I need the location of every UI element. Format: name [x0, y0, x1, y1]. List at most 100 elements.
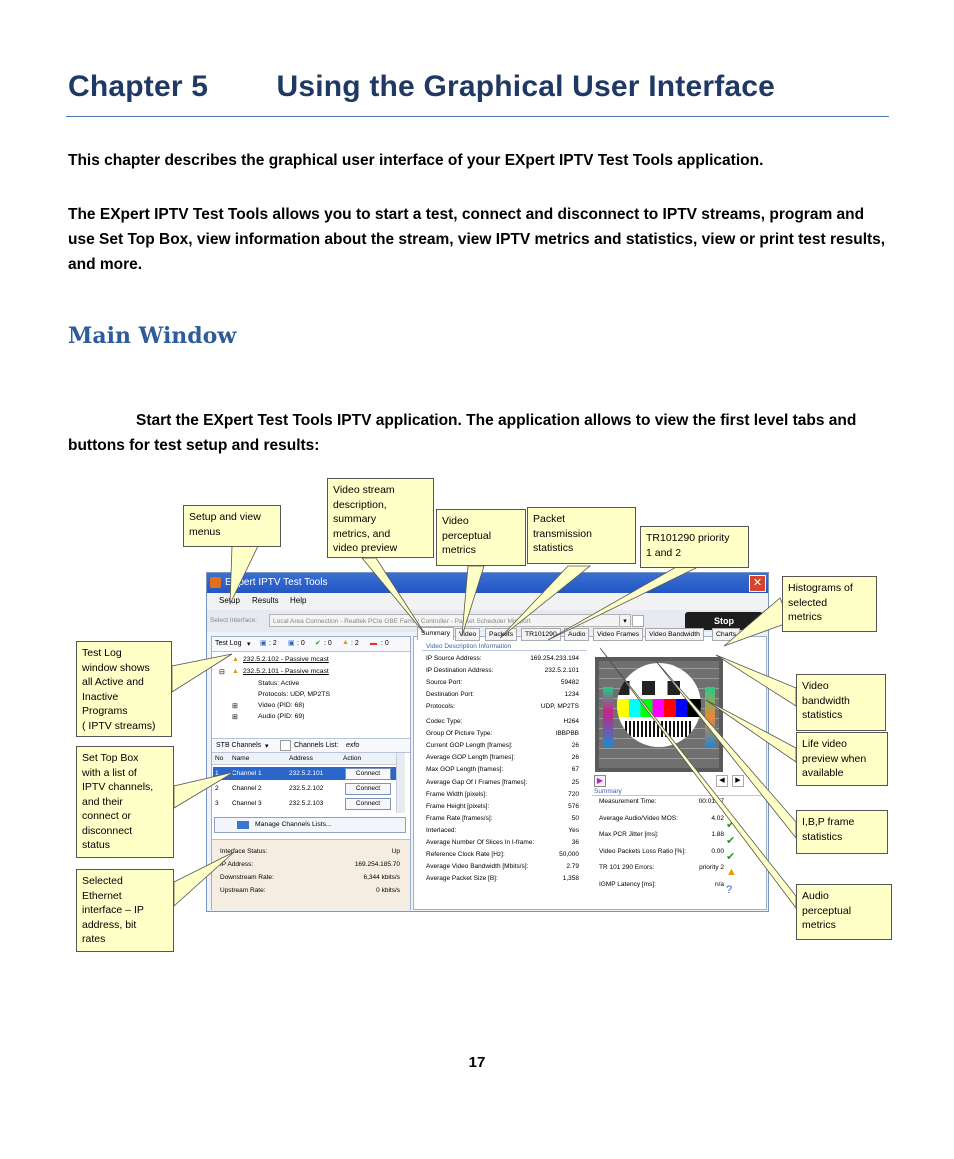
- tab-audio[interactable]: Audio: [564, 628, 590, 641]
- channel-1-name[interactable]: Channel 1: [232, 770, 262, 777]
- metric-value: 50,000: [559, 851, 579, 859]
- play-icon[interactable]: ▶: [594, 775, 606, 787]
- divider: [422, 650, 587, 651]
- warning-icon: ▲: [232, 668, 239, 675]
- metric-label: Source Port:: [426, 679, 463, 686]
- chevron-left-icon[interactable]: ◀: [716, 775, 728, 787]
- callout-video-perceptual: Video perceptual metrics: [436, 509, 526, 566]
- col-action: Action: [343, 755, 362, 762]
- callout-setup: Setup and view menus: [183, 505, 281, 547]
- color-bar-left: [603, 687, 613, 747]
- calendar-icon[interactable]: [632, 615, 644, 627]
- test-card-circle: [617, 663, 701, 747]
- metric-label: TR 101 290 Errors:: [599, 864, 655, 871]
- channel-1-address: 232.5.2.101: [289, 770, 324, 777]
- connect-button[interactable]: Connect: [345, 798, 391, 810]
- menu-help[interactable]: Help: [290, 596, 307, 605]
- metric-value: 26: [571, 742, 579, 750]
- tab-video[interactable]: Video: [455, 628, 481, 641]
- callout-audio: Audio perceptual metrics: [796, 884, 892, 940]
- help-icon: ?: [726, 884, 733, 896]
- tab-packets[interactable]: Packets: [485, 628, 518, 641]
- collapse-icon[interactable]: ⊟: [219, 669, 225, 676]
- chevron-right-icon[interactable]: ▶: [732, 775, 744, 787]
- stop-button[interactable]: Stop: [685, 612, 763, 630]
- metric-value: 2.79: [566, 863, 579, 871]
- metric-value: 169.254.233.194: [530, 655, 579, 662]
- connect-button[interactable]: Connect: [345, 783, 391, 795]
- metric-label: Measurement Time:: [599, 798, 657, 805]
- check-icon: ✔: [315, 640, 321, 647]
- channel-2-name[interactable]: Channel 2: [232, 785, 262, 792]
- metric-value: 1234: [564, 691, 579, 698]
- expand-icon[interactable]: ⊞: [232, 703, 238, 710]
- metric-label: Group Of Picture Type:: [426, 730, 493, 738]
- stb-checkbox[interactable]: [280, 740, 291, 751]
- metric-label: Average Audio/Video MOS:: [599, 814, 678, 822]
- close-icon[interactable]: ✕: [749, 575, 766, 592]
- tree-status: Status: Active: [258, 680, 300, 687]
- warning-icon: ▲: [232, 656, 239, 663]
- section-title: Main Window: [68, 323, 237, 349]
- metric-label: Frame Height [pixels]:: [426, 802, 490, 810]
- metric-value: 00:01:37: [698, 798, 724, 805]
- connect-button[interactable]: Connect: [345, 768, 391, 780]
- metric-value: 4.02: [711, 814, 724, 822]
- metric-label: Interlaced:: [426, 826, 457, 834]
- counter-error: : 0: [381, 640, 389, 647]
- callout-histograms: Histograms of selected metrics: [782, 576, 877, 632]
- app-titlebar: EXpert IPTV Test Tools ✕: [207, 573, 768, 593]
- iface-up-label: Upstream Rate:: [220, 887, 266, 894]
- counter-warning: : 2: [351, 640, 359, 647]
- metric-label: Average Gap Of I Frames [frames]:: [426, 778, 528, 786]
- iface-ip-value: 169.254.185.70: [354, 861, 400, 868]
- metric-label: Frame Width [pixels]:: [426, 790, 488, 798]
- chevron-down-icon[interactable]: ▾: [265, 743, 269, 750]
- tab-video-bandwidth[interactable]: Video Bandwidth: [645, 628, 704, 641]
- testlog-toolbar: Test Log ▾ ▣ : 2 ▣ : 0 ✔ : 0 ▲ : 2 ▬ : 0: [212, 637, 410, 652]
- stb-toolbar: STB Channels ▾ Channels List: exfo: [212, 738, 410, 753]
- metric-value: 50: [571, 814, 579, 822]
- testlog-dropdown[interactable]: Test Log: [215, 640, 242, 647]
- channel-3-no: 3: [215, 800, 219, 807]
- chapter-rule: [66, 116, 889, 117]
- chevron-down-icon[interactable]: ▾: [619, 614, 631, 627]
- interface-bar: Select Interface: Local Area Connection …: [207, 610, 768, 632]
- menu-results[interactable]: Results: [252, 596, 279, 605]
- interface-select[interactable]: Local Area Connection - Realtek PCIe GBE…: [269, 614, 621, 627]
- tree-video[interactable]: Video (PID: 68): [258, 702, 305, 709]
- channel-3-name[interactable]: Channel 3: [232, 800, 262, 807]
- expand-icon[interactable]: ⊞: [232, 714, 238, 721]
- intro-paragraph-1: This chapter describes the graphical use…: [68, 152, 764, 169]
- callout-stb: Set Top Box with a list of IPTV channels…: [76, 746, 174, 858]
- channels-list-value[interactable]: exfo: [346, 742, 360, 749]
- iface-status-label: Interface Status:: [220, 848, 268, 855]
- manage-channels-button[interactable]: Manage Channels Lists...: [214, 817, 406, 833]
- interface-label: Select Interface:: [210, 617, 257, 624]
- tab-video-frames[interactable]: Video Frames: [593, 628, 644, 641]
- metric-value: n/a: [714, 880, 724, 888]
- metric-value: 67: [571, 766, 579, 774]
- tab-summary[interactable]: Summary: [417, 627, 455, 640]
- interface-stats-panel: Interface Status: Up IP Address: 169.254…: [212, 839, 410, 910]
- col-no: No: [215, 755, 224, 762]
- callout-ibp: I,B,P frame statistics: [796, 810, 888, 854]
- step-paragraph: Start the EXpert Test Tools IPTV applica…: [68, 412, 857, 454]
- metric-label: Average GOP Length [frames]:: [426, 754, 516, 762]
- warning-icon: ▲: [726, 866, 737, 878]
- chevron-down-icon[interactable]: ▾: [247, 641, 251, 648]
- tree-audio[interactable]: Audio (PID: 69): [258, 713, 305, 720]
- chapter-title: Chapter 5 Using the Graphical User Inter…: [68, 70, 776, 103]
- metric-label: Max GOP Length [frames]:: [426, 766, 504, 774]
- tree-stream-1[interactable]: 232.5.2.102 - Passive mcast: [243, 656, 329, 663]
- channel-1-no: 1: [215, 770, 219, 777]
- tree-stream-2[interactable]: 232.5.2.101 - Passive mcast: [243, 668, 329, 675]
- metric-label: Current GOP Length [frames]:: [426, 742, 513, 750]
- stb-dropdown[interactable]: STB Channels: [216, 742, 262, 749]
- metric-value: H264: [563, 718, 579, 725]
- col-address: Address: [289, 755, 313, 762]
- tab-tr101290[interactable]: TR101290: [521, 628, 561, 641]
- menu-setup[interactable]: Setup: [219, 596, 240, 605]
- scrollbar[interactable]: [396, 753, 405, 813]
